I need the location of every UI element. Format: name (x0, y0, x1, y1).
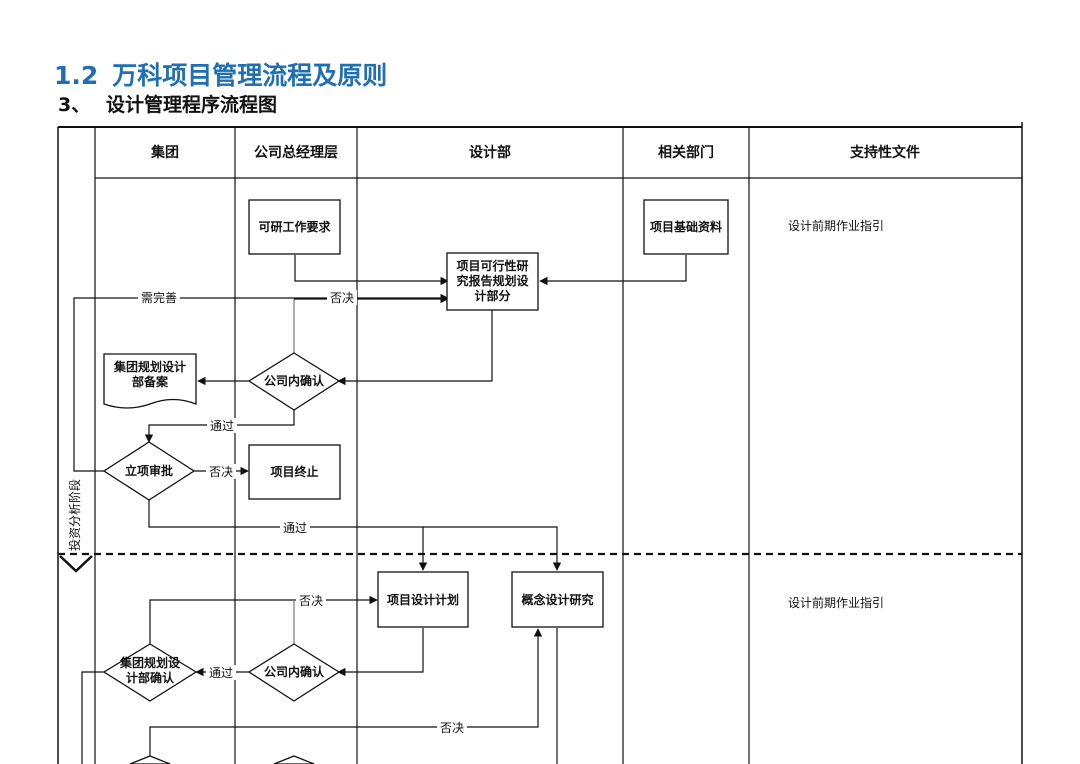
node-design-plan: 项目设计计划 (377, 571, 469, 628)
title-text: 万科项目管理流程及原则 (112, 61, 388, 90)
title-number: 1.2 (54, 61, 99, 90)
node-company-confirm-2: 公司内确认 (247, 643, 341, 702)
phase-chevron-icon (59, 555, 93, 573)
svg-text:立项审批: 立项审批 (125, 463, 173, 478)
node-group-filing: 集团规划设计 部备案 (103, 353, 197, 409)
edge-group-confirm-left (81, 671, 104, 764)
node-partial-diamond (129, 755, 171, 764)
node-feasibility-req: 可研工作要求 (248, 199, 341, 255)
lane-header-related: 相关部门 (658, 144, 714, 161)
node-company-confirm-1: 公司内确认 (247, 352, 341, 411)
node-partial-diamond (273, 755, 315, 764)
svg-text:项目可行性研: 项目可行性研 (456, 258, 528, 273)
node-project-termination: 项目终止 (248, 444, 341, 500)
subtitle-text: 设计管理程序流程图 (106, 94, 278, 116)
lane-header-design: 设计部 (469, 144, 511, 161)
label-rejected: 否决 (440, 721, 464, 735)
edge-labels: 需完善 否决 通过 否决 通过 否决 通过 否决 (138, 290, 467, 735)
phase-label: 投资分析阶段 (67, 479, 82, 551)
lane-header-group: 集团 (150, 144, 179, 161)
support-doc: 设计前期作业指引 (788, 218, 884, 233)
label-needs-improvement: 需完善 (141, 290, 177, 305)
label-passed: 通过 (210, 419, 234, 433)
label-passed: 通过 (283, 521, 307, 535)
svg-text:公司内确认: 公司内确认 (264, 373, 325, 388)
page-subtitle: 3、设计管理程序流程图 (58, 92, 277, 118)
label-rejected: 否决 (330, 291, 354, 305)
svg-text:可研工作要求: 可研工作要求 (258, 219, 331, 234)
edge-needs-improvement (73, 293, 449, 472)
edge-group-rejected (149, 595, 378, 644)
page-title: 1.2 万科项目管理流程及原则 (54, 60, 387, 92)
edge-approval-passed-concept (423, 526, 562, 571)
label-passed: 通过 (209, 666, 233, 680)
edge-req-to-report (294, 255, 449, 286)
subtitle-number: 3、 (58, 94, 91, 116)
lane-header-docs: 支持性文件 (849, 144, 920, 161)
node-project-basic-info: 项目基础资料 (643, 199, 729, 255)
edge-info-to-report (539, 255, 687, 286)
svg-text:概念设计研究: 概念设计研究 (521, 592, 593, 607)
svg-text:集团规划设: 集团规划设 (119, 655, 181, 670)
svg-text:计部分: 计部分 (474, 288, 510, 303)
svg-text:项目设计计划: 项目设计计划 (387, 592, 459, 607)
svg-text:计部确认: 计部确认 (126, 670, 175, 685)
connectors (73, 255, 687, 764)
swimlane-grid (57, 122, 1023, 764)
node-project-approval: 立项审批 (102, 441, 196, 501)
svg-text:部备案: 部备案 (132, 374, 169, 389)
svg-text:公司内确认: 公司内确认 (264, 664, 325, 679)
node-concept-study: 概念设计研究 (511, 571, 604, 628)
label-rejected: 否决 (299, 594, 323, 608)
svg-text:项目终止: 项目终止 (270, 464, 318, 479)
svg-text:集团规划设计: 集团规划设计 (113, 359, 186, 374)
svg-text:项目基础资料: 项目基础资料 (650, 219, 722, 234)
lane-header-gm: 公司总经理层 (254, 144, 338, 161)
node-feasibility-report: 项目可行性研 究报告规划设 计部分 (446, 252, 539, 311)
label-rejected: 否决 (209, 465, 233, 479)
edge-lower-rejected (149, 628, 543, 756)
node-group-confirm: 集团规划设 计部确认 (102, 643, 198, 702)
edge-report-to-confirm (337, 310, 493, 386)
edge-plan-to-confirm (337, 628, 424, 677)
support-doc: 设计前期作业指引 (788, 595, 884, 610)
svg-text:究报告规划设: 究报告规划设 (456, 273, 529, 288)
